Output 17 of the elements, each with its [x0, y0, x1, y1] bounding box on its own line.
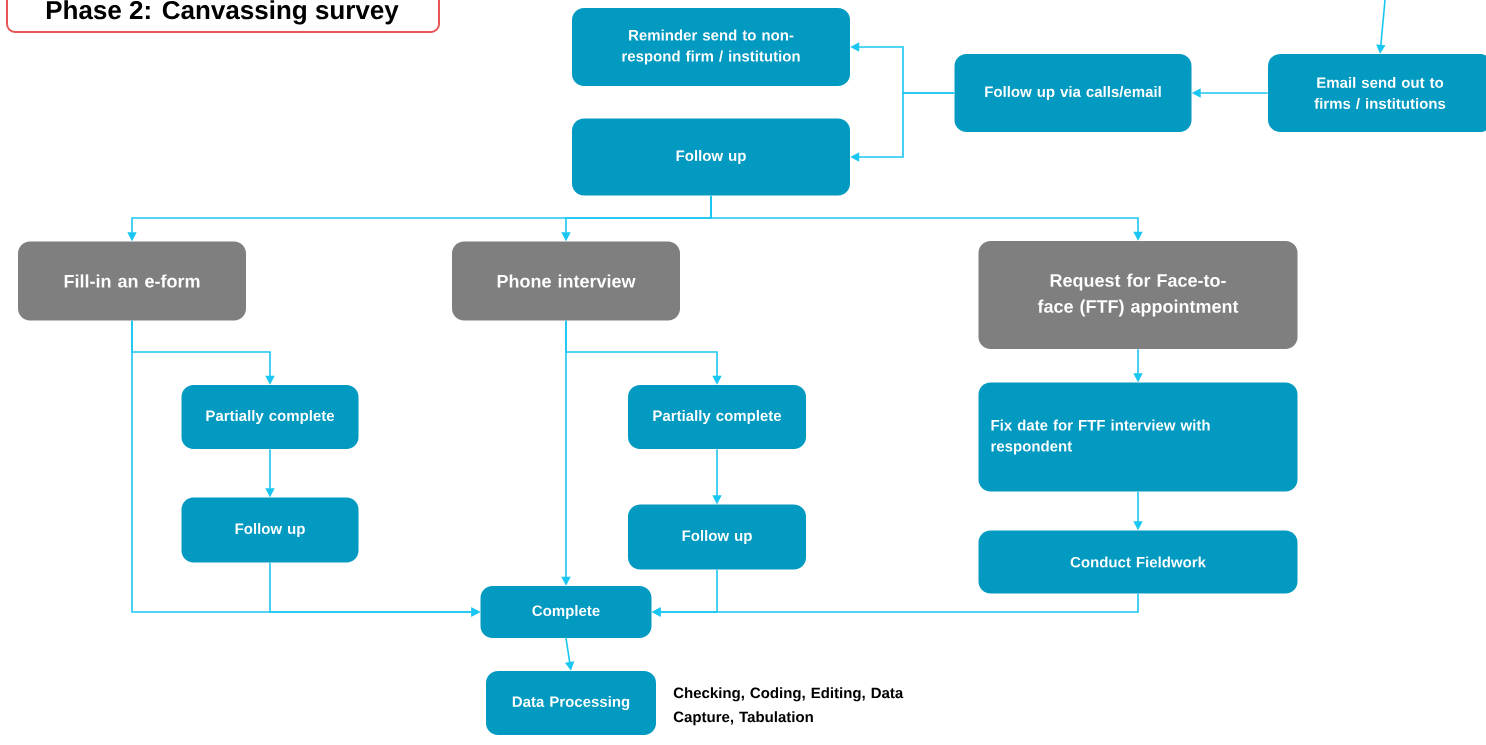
- side-note: Checking, Coding, Editing, Data Capture, Tabulation: [673, 687, 904, 726]
- process-box: Partially complete: [181, 385, 359, 449]
- process-box: Data Processing: [486, 671, 656, 735]
- process-box: Follow up via calls/email: [954, 54, 1192, 132]
- process-box: Follow up: [572, 118, 850, 196]
- method-box: Request for Face-to-face (FTF) appointment: [978, 241, 1298, 349]
- process-box: Complete: [480, 586, 652, 638]
- process-box: Follow up: [181, 497, 359, 563]
- process-box: Reminder send to non-respond firm / institution: [572, 8, 850, 86]
- process-box: Follow up: [628, 504, 806, 570]
- process-box: Partially complete: [628, 385, 806, 449]
- process-box: Conduct Fieldwork: [978, 530, 1298, 594]
- process-box: Email send out to firms / institutions: [1268, 54, 1486, 132]
- title-box: Phase 2: Canvassing survey: [6, 0, 440, 33]
- process-box: Fix date for FTF interview with respondent: [978, 382, 1298, 492]
- method-box: Phone interview: [452, 241, 680, 321]
- method-box: Fill-in an e-form: [18, 241, 246, 321]
